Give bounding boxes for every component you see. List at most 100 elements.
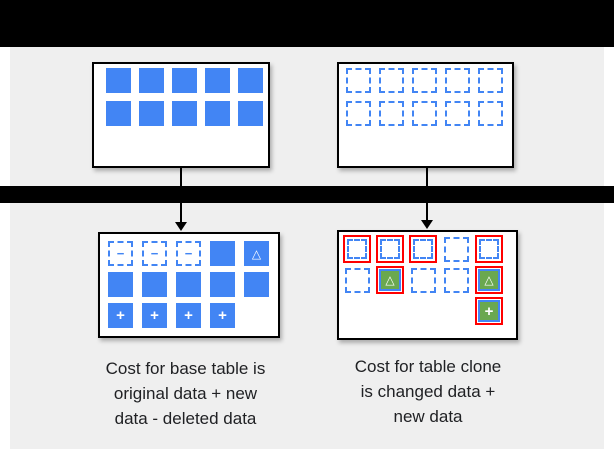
grid-cell: [142, 272, 167, 297]
table-clone-after-panel: △ △ +: [337, 230, 518, 340]
grid-cell: +: [210, 303, 235, 328]
grid-cell: −: [176, 241, 201, 266]
base-table-caption: Cost for base table is original data + n…: [78, 356, 293, 431]
data-block-empty: [413, 239, 433, 259]
caption-line: is changed data +: [360, 382, 496, 401]
data-block-empty: [379, 68, 404, 93]
grid-cell: [445, 68, 470, 93]
grid-cell: [244, 272, 269, 297]
data-block-original: [210, 272, 235, 297]
data-block-empty: [346, 101, 371, 126]
grid-cell: △: [244, 241, 269, 266]
caption-line: data - deleted data: [114, 409, 257, 428]
data-block-empty: [443, 267, 469, 293]
empty-cell: [343, 297, 371, 325]
triangle-icon: △: [251, 246, 262, 261]
grid-cell: [139, 68, 164, 93]
data-block-original: [139, 101, 164, 126]
data-block-empty: [445, 68, 470, 93]
grid-cell: +: [142, 303, 167, 328]
grid-cell: [172, 68, 197, 93]
grid-cell: [379, 101, 404, 126]
data-block-original: [142, 272, 167, 297]
billed-change-outline: [376, 235, 404, 263]
grid-cell: [475, 235, 503, 263]
data-block-empty: [443, 236, 469, 262]
data-block-empty: [346, 68, 371, 93]
grid-cell: △: [475, 266, 503, 294]
divider-black-bar: [0, 186, 614, 203]
caption-line: original data + new: [113, 384, 258, 403]
grid-cell: [412, 101, 437, 126]
caption-line: Cost for table clone: [354, 357, 502, 376]
data-block-changed: △: [244, 241, 269, 266]
grid-cell: [172, 101, 197, 126]
arrow-head-icon: [421, 220, 433, 229]
data-block-empty: [479, 239, 499, 259]
grid-cell: [210, 272, 235, 297]
triangle-icon: △: [484, 273, 494, 287]
data-block-original: [238, 101, 263, 126]
grid-cell: +: [108, 303, 133, 328]
grid-cell: △: [376, 266, 404, 294]
data-block-original: [205, 68, 230, 93]
minus-icon: −: [150, 246, 159, 261]
grid-cell: −: [108, 241, 133, 266]
data-block-new: +: [210, 303, 235, 328]
data-block-new-clone: +: [478, 300, 500, 322]
data-block-empty: [347, 239, 367, 259]
data-block-original: [139, 68, 164, 93]
billed-change-outline: △: [475, 266, 503, 294]
billed-change-outline: △: [376, 266, 404, 294]
data-block-deleted: −: [108, 241, 133, 266]
billed-change-outline: [475, 235, 503, 263]
data-block-original: [106, 101, 131, 126]
grid-cell: [343, 235, 371, 263]
billed-change-outline: [343, 235, 371, 263]
data-block-empty: [478, 68, 503, 93]
data-block-original: [176, 272, 201, 297]
data-block-deleted: −: [142, 241, 167, 266]
arrow-head-icon: [175, 222, 187, 231]
data-block-empty: [410, 267, 436, 293]
grid-cell: [238, 101, 263, 126]
caption-line: Cost for base table is: [105, 359, 266, 378]
grid-cell: [409, 266, 437, 294]
table-clone-initial-panel: [337, 62, 514, 168]
caption-line: new data: [393, 407, 463, 426]
minus-icon: −: [116, 246, 125, 261]
data-block-new: +: [142, 303, 167, 328]
grid-cell: [343, 266, 371, 294]
grid-cell: −: [142, 241, 167, 266]
data-block-deleted: −: [176, 241, 201, 266]
grid-cell: +: [176, 303, 201, 328]
grid-cell: [376, 235, 404, 263]
billed-change-outline: [409, 235, 437, 263]
minus-icon: −: [184, 246, 193, 261]
grid-cell: [409, 235, 437, 263]
data-block-empty: [445, 101, 470, 126]
data-block-new: +: [108, 303, 133, 328]
data-block-empty: [412, 101, 437, 126]
data-block-original: [238, 68, 263, 93]
triangle-icon: △: [385, 273, 395, 287]
empty-cell: [442, 297, 470, 325]
data-block-original: [205, 101, 230, 126]
arrow-line: [180, 168, 182, 222]
data-block-empty: [344, 267, 370, 293]
empty-cell: [244, 303, 269, 328]
grid-cell: [379, 68, 404, 93]
data-block-empty: [478, 101, 503, 126]
data-block-empty: [380, 239, 400, 259]
base-table-after-panel: − − − △ + + + +: [98, 232, 280, 338]
plus-icon: +: [484, 302, 494, 320]
data-block-empty: [412, 68, 437, 93]
empty-cell: [409, 297, 437, 325]
data-block-new: +: [176, 303, 201, 328]
grid-cell: [412, 68, 437, 93]
data-block-changed-clone: △: [379, 269, 401, 291]
grid-cell: [176, 272, 201, 297]
grid-cell: +: [475, 297, 503, 325]
grid-cell: [442, 266, 470, 294]
plus-icon: +: [218, 307, 227, 324]
